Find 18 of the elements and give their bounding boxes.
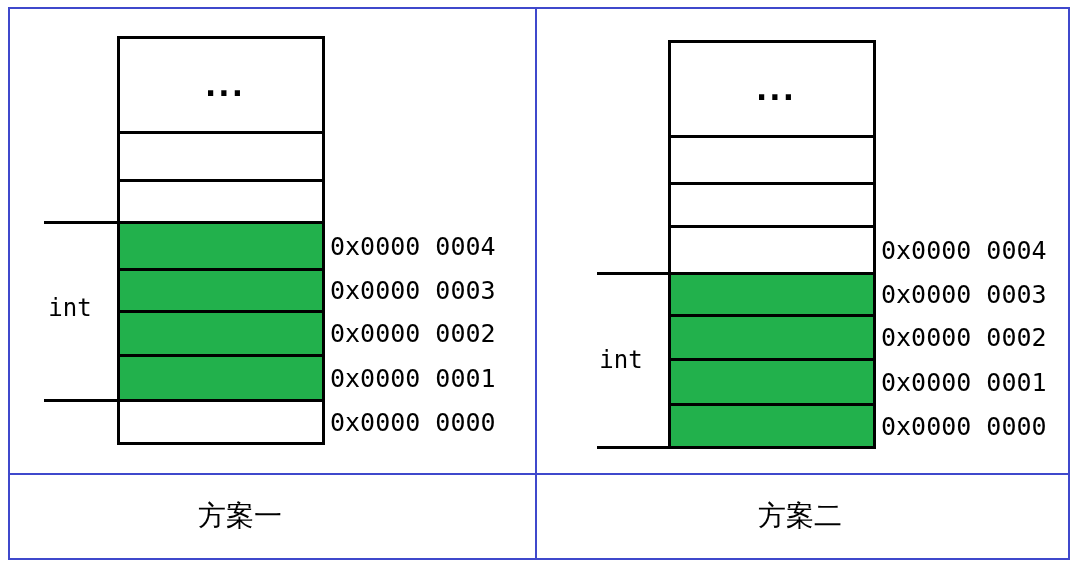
address-label: 0x0000 0001 — [881, 369, 1047, 394]
address-label: 0x0000 0002 — [881, 324, 1047, 350]
memory-cell: ... — [668, 39, 876, 138]
address-label: 0x0000 0001 — [330, 365, 496, 390]
caption-cell: 方案二 — [535, 473, 1070, 560]
address-label: 0x0000 0000 — [881, 413, 1047, 438]
address-label: 0x0000 0002 — [330, 320, 496, 346]
diagram-panel — [535, 7, 1070, 475]
diagram-panel — [8, 7, 538, 475]
type-label: int — [599, 348, 643, 372]
address-label: 0x0000 0000 — [330, 409, 496, 434]
address-label: 0x0000 0004 — [881, 237, 1047, 262]
caption-cell: 方案一 — [8, 473, 538, 560]
type-label: int — [48, 296, 92, 320]
address-label: 0x0000 0003 — [330, 277, 496, 303]
memory-cell: ... — [117, 35, 325, 134]
address-label: 0x0000 0003 — [881, 281, 1047, 307]
address-label: 0x0000 0004 — [330, 233, 496, 258]
